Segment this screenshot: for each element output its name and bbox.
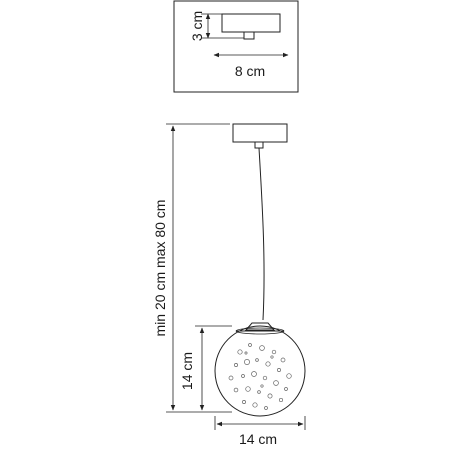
- overall-length-label: min 20 cm max 80 cm: [152, 200, 168, 337]
- globe-neck: [235, 327, 285, 335]
- canopy-cord-grip: [254, 141, 264, 149]
- canopy-detail-shape: [221, 13, 281, 33]
- canopy-height-label: 3 cm: [189, 11, 205, 41]
- ceiling-canopy: [232, 123, 288, 143]
- canopy-width-label: 8 cm: [235, 63, 265, 79]
- suspension-cord: [258, 147, 265, 321]
- inset-frame: [173, 0, 299, 93]
- glass-bubbles: [228, 343, 292, 410]
- canopy-detail-stem: [243, 31, 255, 40]
- canopy-detail-inset: 3 cm 8 cm: [173, 0, 299, 93]
- lamp-holder: [244, 322, 276, 331]
- globe-height-label: 14 cm: [179, 352, 195, 390]
- glass-globe: [214, 325, 306, 417]
- globe-width-label: 14 cm: [239, 431, 277, 447]
- pendant-lamp-drawing: min 20 cm max 80 cm 14 cm 14 cm: [152, 123, 306, 447]
